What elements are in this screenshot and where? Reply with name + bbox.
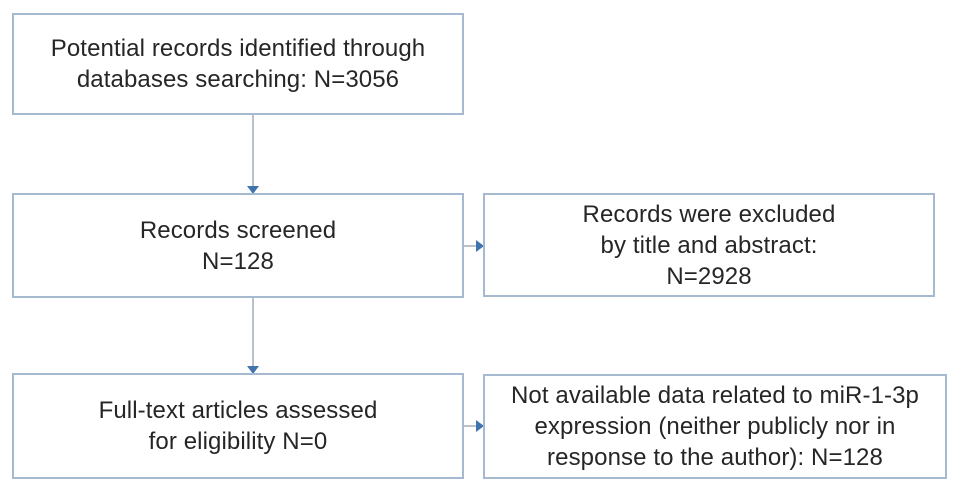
flow-box-no-available-data: Not available data related to miR-1-3p e… [483, 374, 947, 479]
no-available-data-label: Not available data related to miR-1-3p e… [510, 382, 919, 471]
connector-identified-to-screened [252, 115, 254, 188]
arrowhead-down-icon [247, 366, 259, 374]
flow-box-records-identified: Potential records identified through dat… [12, 13, 464, 115]
arrowhead-right-icon [476, 420, 484, 432]
connector-screened-to-excluded [464, 245, 477, 247]
connector-screened-to-fulltext [252, 298, 254, 367]
flow-box-records-screened: Records screened N=128 [12, 193, 464, 298]
flow-box-records-excluded: Records were excluded by title and abstr… [483, 193, 935, 297]
records-identified-label: Potential records identified through dat… [50, 35, 426, 93]
records-excluded-label: Records were excluded by title and abstr… [582, 200, 836, 290]
arrowhead-right-icon [476, 240, 484, 252]
flow-box-fulltext-assessed: Full-text articles assessed for eligibil… [12, 373, 464, 479]
records-screened-label: Records screened N=128 [139, 216, 337, 275]
arrowhead-down-icon [247, 186, 259, 194]
connector-fulltext-to-nodata [464, 425, 477, 427]
fulltext-assessed-label: Full-text articles assessed for eligibil… [98, 397, 378, 455]
